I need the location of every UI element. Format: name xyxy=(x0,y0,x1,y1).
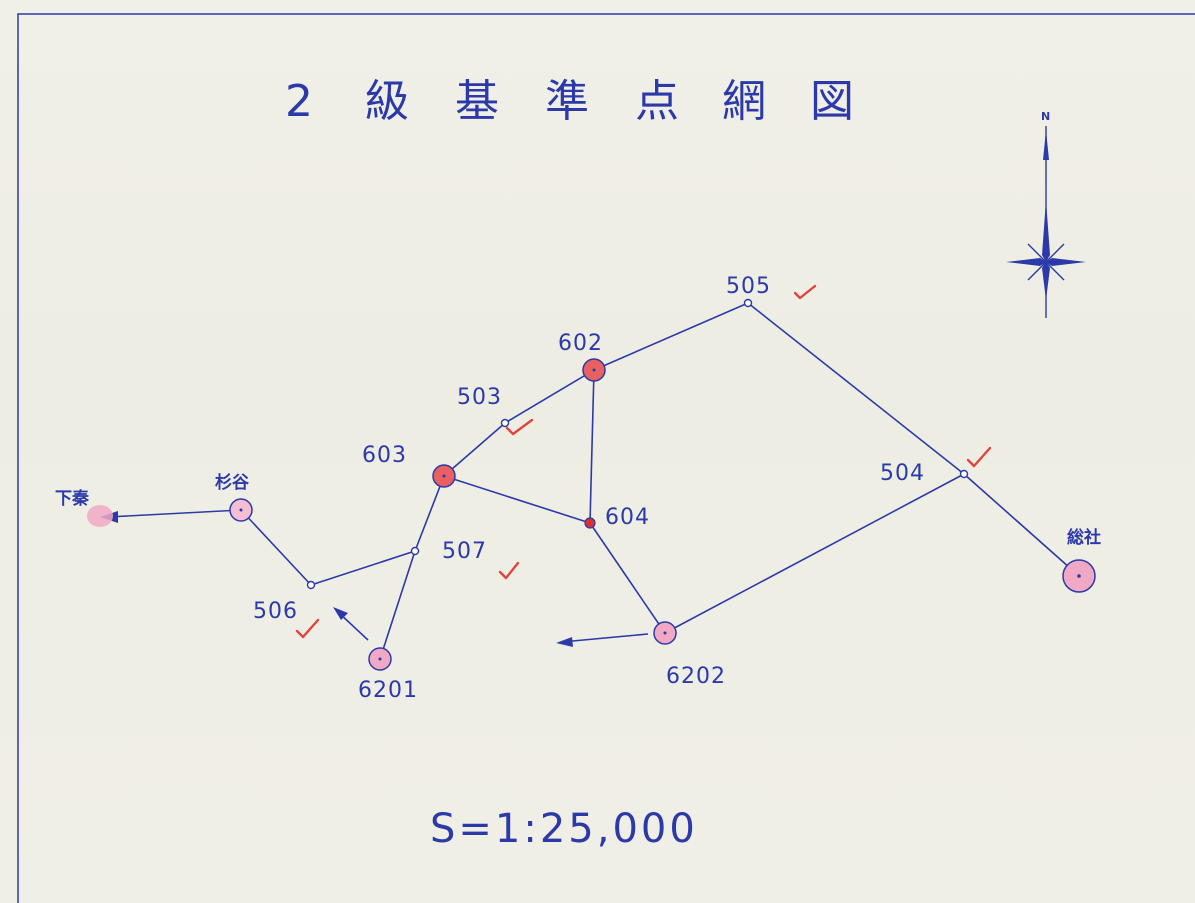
title-char-2: 級 xyxy=(365,76,409,127)
marker-507 xyxy=(410,546,420,556)
edge-507-6201 xyxy=(379,550,416,660)
arrow-head-6201-icon xyxy=(333,607,348,620)
label-6201: 6201 xyxy=(358,678,418,703)
direction-arrows xyxy=(100,509,649,647)
scale-label: S=1:25,000 xyxy=(430,806,698,852)
check-icon-506 xyxy=(295,618,320,639)
label-6202: 6202 xyxy=(666,664,726,689)
label-sugitani: 杉谷 xyxy=(215,472,250,493)
edge-504-6202 xyxy=(664,473,965,634)
edge-504-sosha xyxy=(963,473,1080,577)
label-602: 602 xyxy=(558,331,603,356)
marker-506 xyxy=(306,580,316,590)
edge-602-505 xyxy=(593,302,749,371)
edge-6202-604 xyxy=(589,522,666,634)
title-char-4: 準 xyxy=(545,76,589,127)
title-char-7: 図 xyxy=(810,76,854,127)
label-604: 604 xyxy=(605,505,650,530)
marker-503 xyxy=(500,418,510,428)
marker-shimohata xyxy=(87,505,113,527)
check-icon-505 xyxy=(793,284,817,300)
label-sosha: 総社 xyxy=(1067,527,1101,548)
title-char-3: 基 xyxy=(455,76,499,127)
label-507: 507 xyxy=(442,539,487,564)
check-icon-503 xyxy=(505,418,534,436)
check-marks xyxy=(295,284,992,639)
arrow-head-6202-icon xyxy=(556,637,573,647)
arrow-sugitani-shimohata xyxy=(107,509,242,518)
point-markers xyxy=(87,298,1096,671)
edge-505-504 xyxy=(747,302,965,475)
marker-604 xyxy=(584,517,596,529)
edge-604-603 xyxy=(443,475,591,524)
edge-604-602 xyxy=(589,369,595,524)
check-icon-507 xyxy=(498,561,520,580)
marker-505 xyxy=(743,298,753,308)
label-506: 506 xyxy=(253,599,298,624)
north-arrow-icon: N xyxy=(1006,110,1086,318)
title-char-6: 網 xyxy=(722,76,766,127)
edge-603-503 xyxy=(443,422,506,477)
title-char-5: 点 xyxy=(635,76,679,127)
north-label: N xyxy=(1041,110,1050,123)
check-icon-504 xyxy=(966,446,992,468)
edge-507-603 xyxy=(414,475,445,552)
title-char-1: 2 xyxy=(285,76,313,127)
label-504: 504 xyxy=(880,461,925,486)
edge-503-602 xyxy=(504,369,595,424)
map-frame xyxy=(17,13,1195,903)
point-labels: 下秦 杉谷 506 507 6201 603 503 602 604 505 5… xyxy=(55,274,1101,703)
edge-506-507 xyxy=(310,550,416,586)
marker-504 xyxy=(959,469,969,479)
label-505: 505 xyxy=(726,274,771,299)
label-503: 503 xyxy=(457,385,502,410)
label-shimohata: 下秦 xyxy=(55,488,89,509)
network-edges xyxy=(240,302,1080,660)
title-group: 2 級 基 準 点 網 図 xyxy=(285,76,854,127)
arrow-6202-direction xyxy=(561,633,649,643)
edge-sugitani-506 xyxy=(240,509,312,586)
label-603: 603 xyxy=(362,443,407,468)
